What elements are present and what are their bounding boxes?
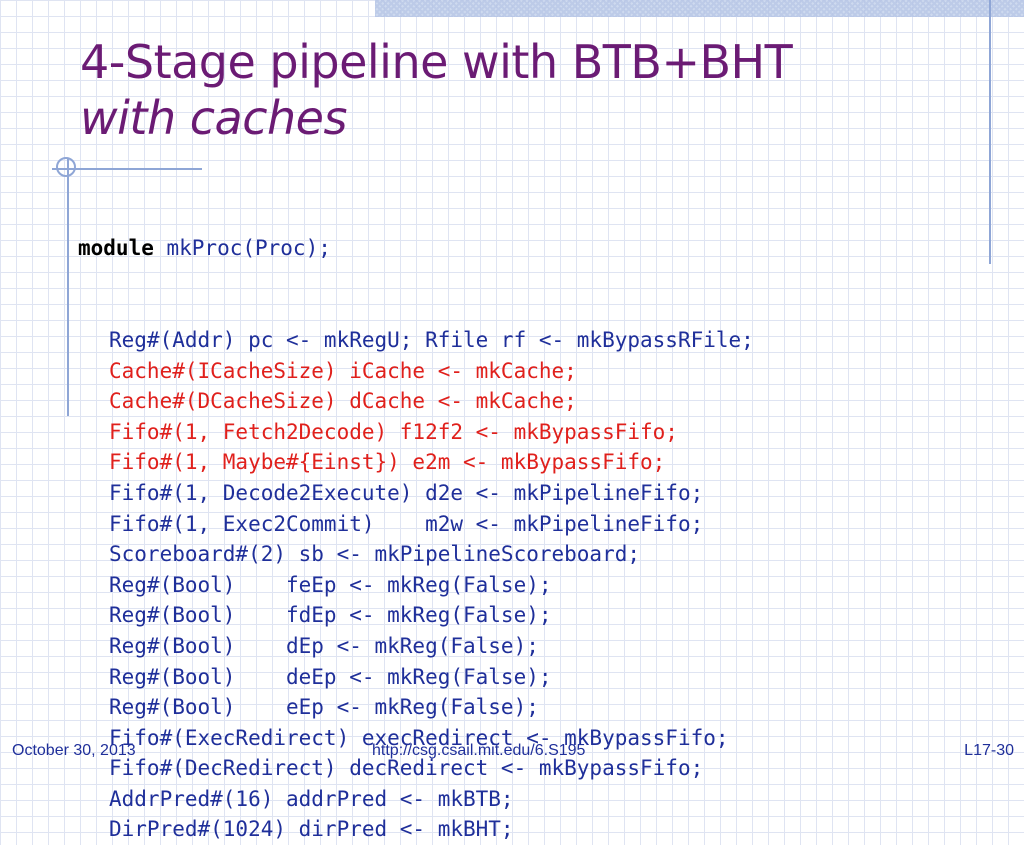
module-header: mkProc(Proc); <box>153 236 331 261</box>
slide-title-line1: 4-Stage pipeline with BTB+BHT <box>80 35 793 89</box>
footer-date: October 30, 2013 <box>12 742 136 759</box>
code-line: Reg#(Bool) fdEp <- mkReg(False); <box>109 603 552 628</box>
module-keyword: module <box>78 236 154 261</box>
decorative-vertical-line-right <box>989 0 991 264</box>
code-line-module: module mkProc(Proc); <box>78 233 754 264</box>
code-line: Reg#(Bool) eEp <- mkReg(False); <box>109 695 539 720</box>
slide-title-line2: with caches <box>80 91 347 145</box>
footer-slide-number: L17-30 <box>964 742 1014 759</box>
code-line: Fifo#(ExecRedirect) execRedirect <- mkBy… <box>109 725 729 750</box>
code-line: Fifo#(1, Fetch2Decode) f12f2 <- mkBypass… <box>109 419 678 444</box>
code-line: Reg#(Bool) deEp <- mkReg(False); <box>109 664 552 689</box>
code-line: Scoreboard#(2) sb <- mkPipelineScoreboar… <box>109 542 641 567</box>
footer-url: http://csg.csail.mit.edu/6.S195 <box>372 742 586 759</box>
title-rule <box>52 168 202 170</box>
code-line: Cache#(DCacheSize) dCache <- mkCache; <box>109 389 577 414</box>
decorative-band <box>375 0 1024 17</box>
slide-title: 4-Stage pipeline with BTB+BHT with cache… <box>80 34 793 146</box>
code-line: Reg#(Bool) dEp <- mkReg(False); <box>109 633 539 658</box>
decorative-vertical-line-left <box>67 158 69 416</box>
code-line: Reg#(Addr) pc <- mkRegU; Rfile rf <- mkB… <box>109 327 754 352</box>
code-line: Reg#(Bool) feEp <- mkReg(False); <box>109 572 552 597</box>
code-line: DirPred#(1024) dirPred <- mkBHT; <box>109 817 514 842</box>
code-line: Fifo#(1, Maybe#{Einst}) e2m <- mkBypassF… <box>109 450 666 475</box>
code-line: Fifo#(1, Decode2Execute) d2e <- mkPipeli… <box>109 480 704 505</box>
code-line: Cache#(ICacheSize) iCache <- mkCache; <box>109 358 577 383</box>
slide: 4-Stage pipeline with BTB+BHT with cache… <box>12 0 1024 841</box>
decorative-circle <box>56 157 76 177</box>
code-line: AddrPred#(16) addrPred <- mkBTB; <box>109 786 514 811</box>
code-line: Fifo#(1, Exec2Commit) m2w <- mkPipelineF… <box>109 511 704 536</box>
